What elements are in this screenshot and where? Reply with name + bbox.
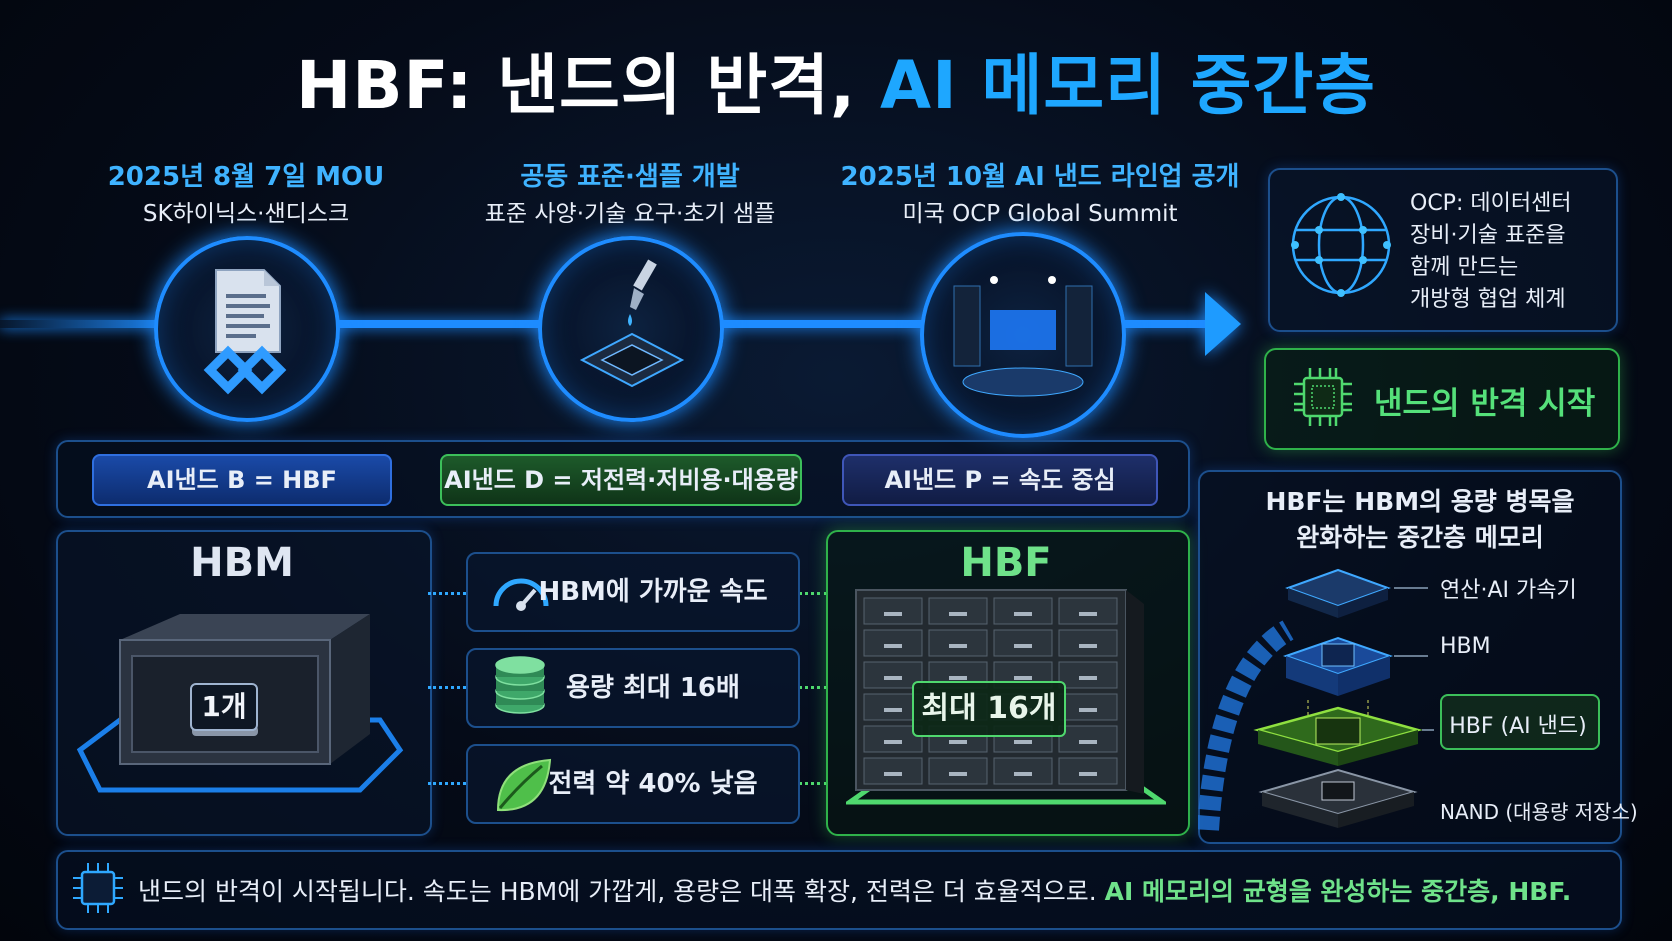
hbm-count-badge: 1개 — [190, 683, 258, 731]
connector-left-3 — [428, 782, 466, 785]
drawer-handle — [1014, 772, 1032, 776]
footer-message: 낸드의 반격이 시작됩니다. 속도는 HBM에 가깝게, 용량은 대폭 확장, … — [138, 877, 1572, 906]
drawer-handle — [949, 676, 967, 680]
speedometer-icon — [493, 578, 549, 611]
drawer-handle — [884, 772, 902, 776]
connector-left-1 — [428, 592, 466, 595]
drawer-handle — [1014, 644, 1032, 648]
cabinet-drawer — [928, 597, 988, 625]
drawer-handle — [1079, 772, 1097, 776]
database-stack-icon — [495, 656, 545, 714]
hbf-title: HBF — [960, 540, 1052, 586]
drawer-handle — [1079, 612, 1097, 616]
cabinet-drawer — [1058, 629, 1118, 657]
drawer-handle — [884, 676, 902, 680]
drawer-handle — [884, 644, 902, 648]
cabinet-drawer — [1058, 597, 1118, 625]
feature-capacity: 용량 최대 16배 — [466, 648, 800, 728]
drawer-handle — [884, 708, 902, 712]
hbf-layer-highlight — [1440, 694, 1600, 750]
connector-right-2 — [798, 686, 828, 689]
leaf-icon — [496, 758, 552, 812]
drawer-handle — [1014, 612, 1032, 616]
cabinet-drawer — [1058, 693, 1118, 721]
nand-layer — [1258, 768, 1418, 828]
chip-icon — [1290, 364, 1356, 430]
hbf-count-badge: 최대 16개 — [912, 681, 1066, 737]
milestone-3-circle — [920, 232, 1126, 438]
drawer-handle — [1079, 708, 1097, 712]
cabinet-drawer — [1058, 725, 1118, 753]
drawer-handle — [949, 612, 967, 616]
cabinet-drawer — [993, 629, 1053, 657]
drawer-handle — [949, 644, 967, 648]
hbm-layer — [1282, 636, 1394, 696]
connector-right-1 — [798, 592, 828, 595]
cabinet-drawer — [863, 757, 923, 785]
pill-ai-nand-p: AI낸드 P = 속도 중심 — [842, 454, 1158, 506]
milestone-1-circle — [154, 236, 340, 422]
pill-ai-nand-b: AI낸드 B = HBF — [92, 454, 392, 506]
feature-power: 전력 약 40% 낮음 — [466, 744, 800, 824]
milestone-3-sub: 미국 OCP Global Summit — [902, 201, 1178, 227]
milestone-1-date: 2025년 8월 7일 MOU — [107, 162, 385, 192]
timeline-arrow-icon — [1205, 292, 1241, 356]
cabinet-drawer — [993, 757, 1053, 785]
chip-icon-footer — [70, 860, 126, 916]
drawer-handle — [1079, 676, 1097, 680]
layer-label-nand: NAND (대용량 저장소) — [1440, 800, 1638, 824]
cabinet-drawer — [1058, 757, 1118, 785]
ocp-description: OCP: 데이터센터 장비·기술 표준을 함께 만드는 개방형 협업 체계 — [1410, 191, 1572, 312]
drawer-handle — [949, 772, 967, 776]
milestone-3-date: 2025년 10월 AI 낸드 라인업 공개 — [840, 162, 1240, 192]
milestone-2-sub: 표준 사양·기술 요구·초기 샘플 — [484, 201, 776, 227]
layer-label-hbf: HBF (AI 낸드) — [1449, 714, 1587, 739]
drawer-handle — [949, 740, 967, 744]
globe-network-icon — [1286, 190, 1396, 300]
drawer-handle — [1079, 644, 1097, 648]
restart-label: 낸드의 반격 시작 — [1374, 386, 1596, 422]
drawer-handle — [1014, 740, 1032, 744]
hbm-title: HBM — [190, 540, 294, 586]
hbf-layer — [1253, 706, 1423, 766]
page-title: HBF: 낸드의 반격, AI 메모리 중간층 — [296, 47, 1376, 124]
drawer-handle — [884, 740, 902, 744]
drawer-handle — [1079, 740, 1097, 744]
cabinet-drawer — [993, 597, 1053, 625]
drawer-handle — [1014, 676, 1032, 680]
layer-label-hbm: HBM — [1440, 634, 1491, 659]
memory-stack-diagram — [1197, 560, 1438, 840]
layer-label-accelerator: 연산·AI 가속기 — [1440, 578, 1577, 603]
cabinet-drawer — [928, 629, 988, 657]
milestone-1-sub: SK하이닉스·샌디스크 — [142, 201, 350, 227]
document-link-icon — [203, 269, 287, 395]
cabinet-drawer — [928, 757, 988, 785]
cabinet-drawer — [863, 597, 923, 625]
drawer-handle — [884, 612, 902, 616]
milestone-2-date: 공동 표준·샘플 개발 — [520, 162, 740, 192]
feature-speed: HBM에 가까운 속도 — [466, 552, 800, 632]
milestone-2-circle — [538, 236, 724, 422]
connector-right-3 — [798, 782, 828, 785]
connector-left-2 — [428, 686, 466, 689]
datacenter-stage-icon — [953, 276, 1093, 397]
accelerator-layer — [1285, 568, 1391, 618]
chip-dropper-icon — [579, 259, 685, 388]
cabinet-drawer — [863, 629, 923, 657]
ocp-box — [1268, 168, 1618, 332]
pill-ai-nand-d: AI낸드 D = 저전력·저비용·대용량 — [440, 454, 802, 506]
cabinet-drawer — [1058, 661, 1118, 689]
stack-heading: HBF는 HBM의 용량 병목을 완화하는 중간층 메모리 — [1265, 487, 1575, 552]
footer-banner — [56, 850, 1622, 930]
